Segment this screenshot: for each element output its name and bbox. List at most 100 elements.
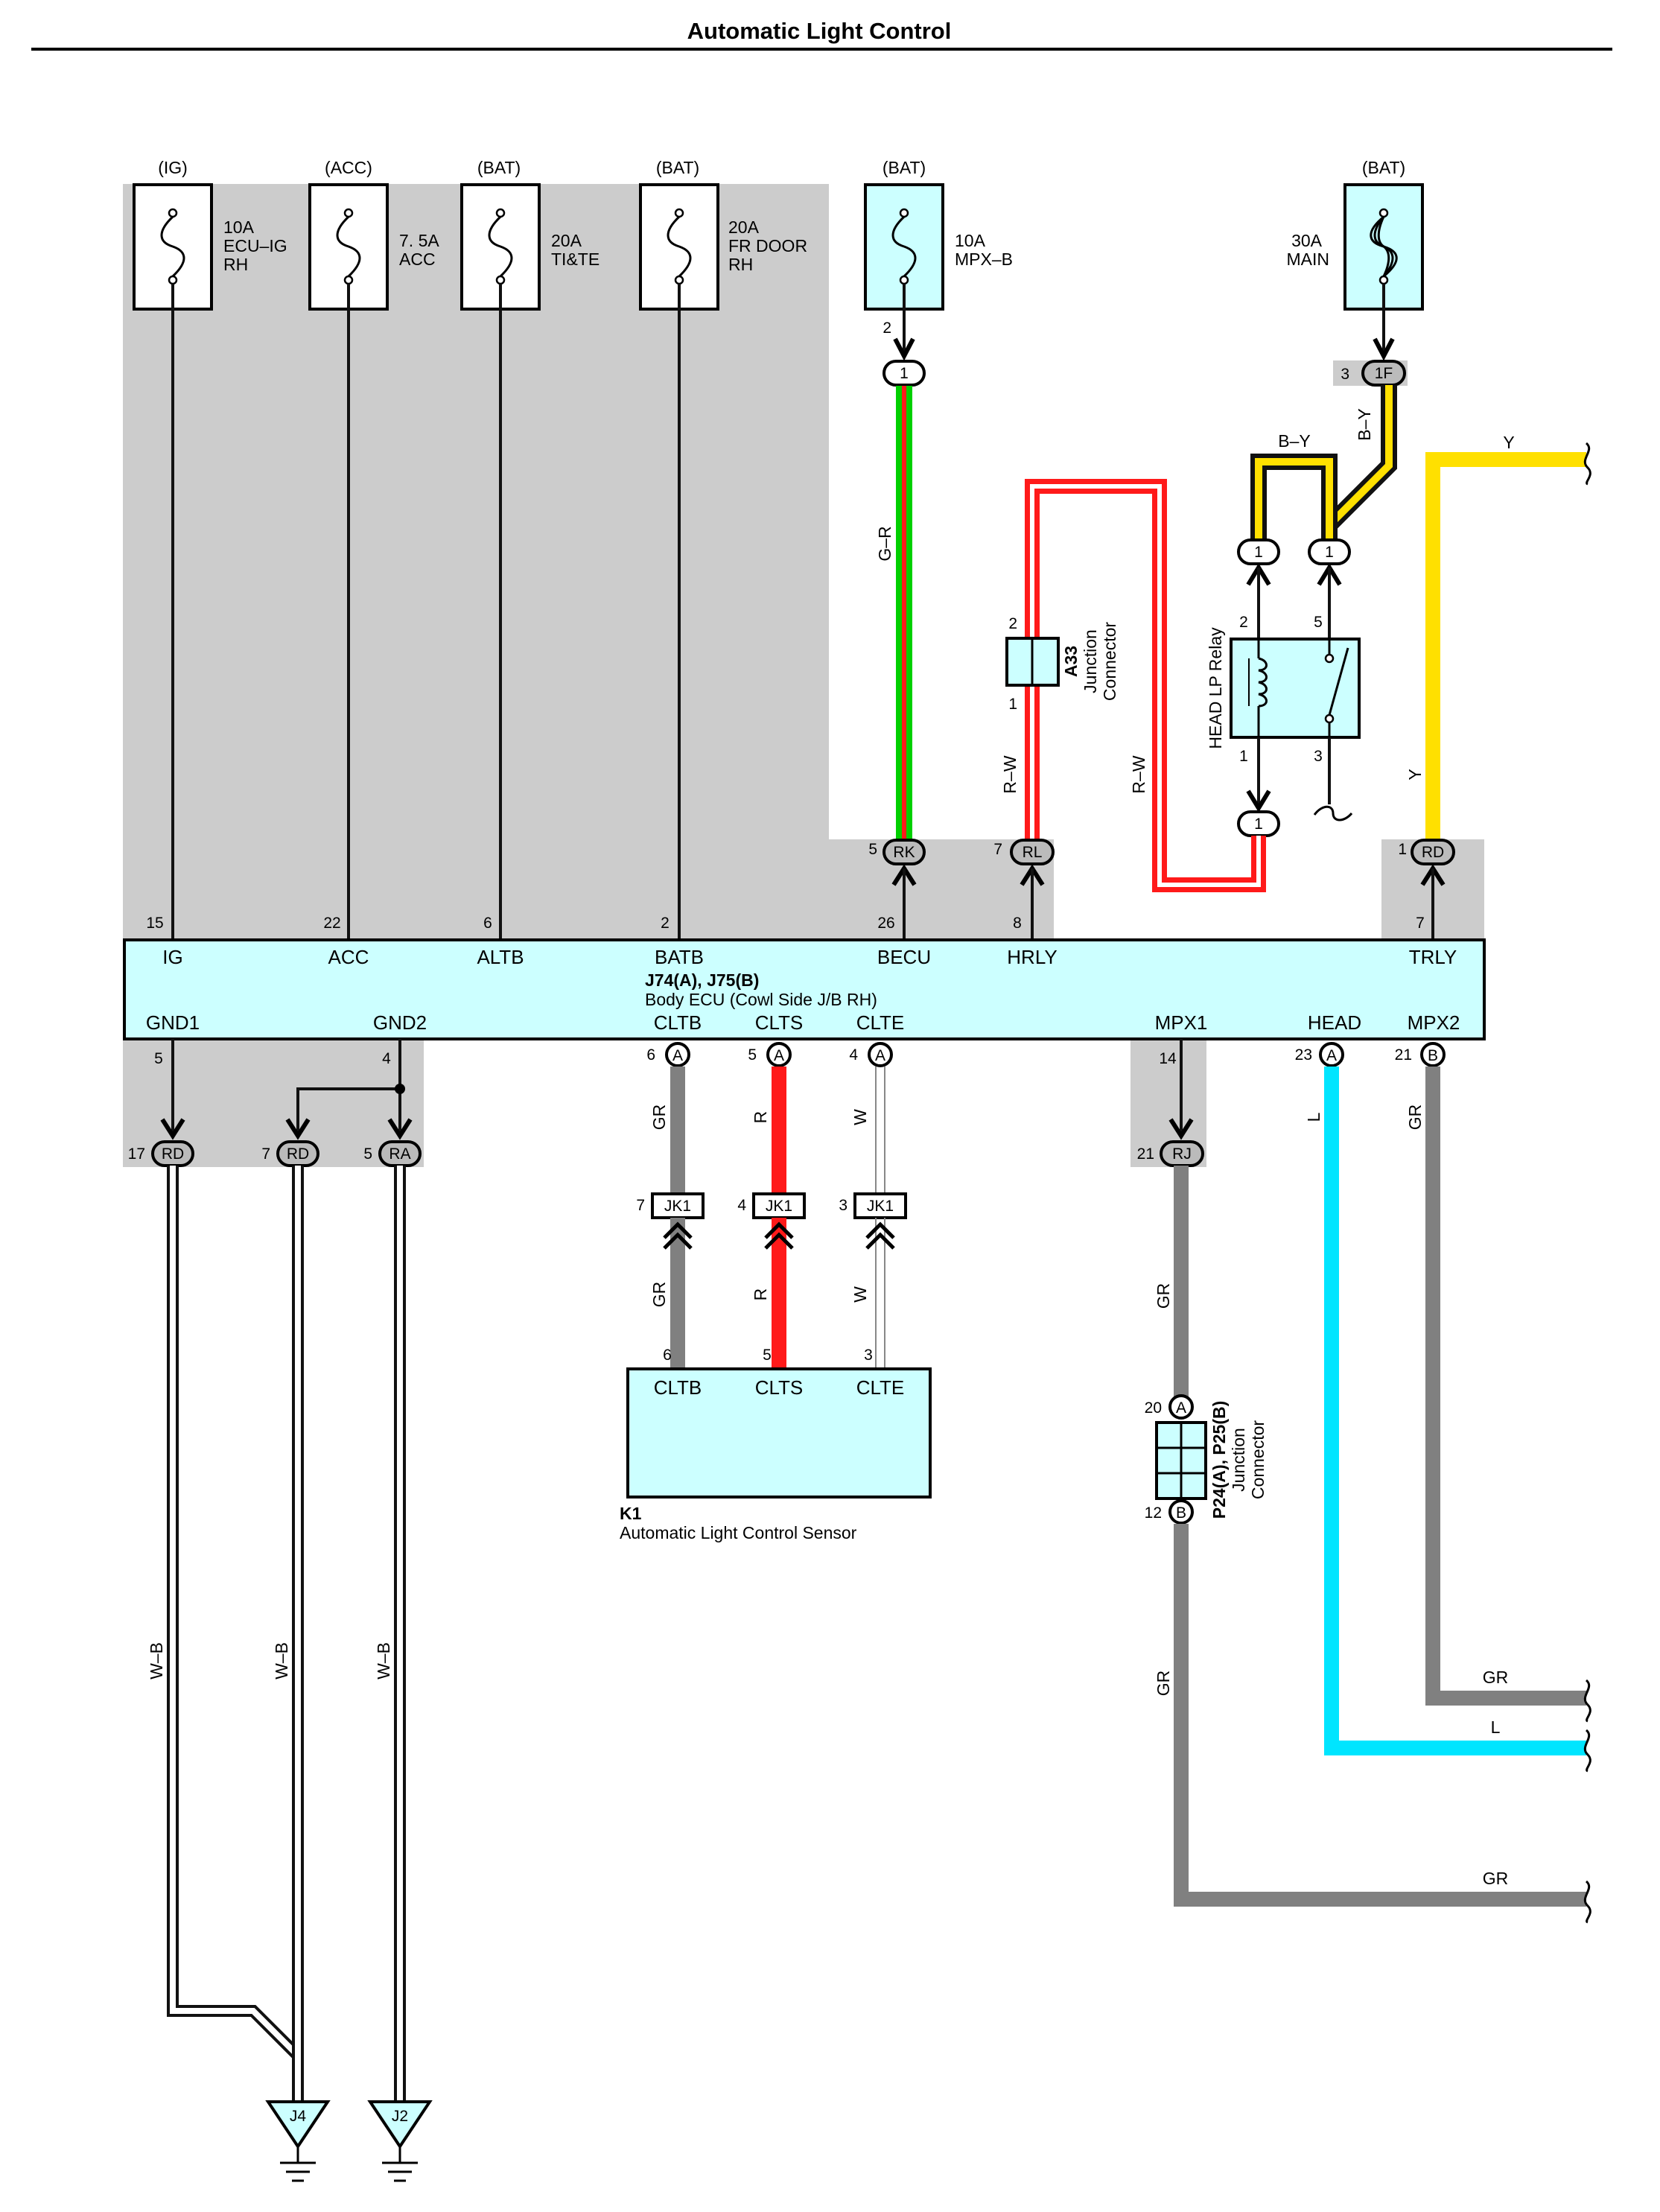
svg-text:Junction: Junction — [1081, 629, 1100, 693]
svg-text:GR: GR — [649, 1105, 669, 1131]
svg-text:TI&TE: TI&TE — [551, 250, 600, 269]
svg-text:30A: 30A — [1291, 231, 1323, 250]
svg-text:B–Y: B–Y — [1278, 431, 1310, 451]
svg-text:A: A — [774, 1047, 784, 1064]
svg-text:A: A — [1176, 1399, 1186, 1417]
wire-r-w: R–W R–W — [1000, 479, 1266, 892]
svg-text:A: A — [875, 1047, 885, 1064]
svg-text:22: 22 — [323, 915, 340, 932]
ground-wiring: 5 4 17 RD 7 RD 5 RA W–B W–B W–B — [128, 1039, 422, 2102]
svg-text:GR: GR — [1154, 1283, 1173, 1309]
svg-text:CLTE: CLTE — [856, 1011, 905, 1034]
body-ecu: IG ACC ALTB BATB BECU HRLY TRLY J74(A), … — [123, 938, 1486, 1040]
svg-text:1F: 1F — [1375, 365, 1393, 382]
svg-text:Y: Y — [1405, 769, 1425, 780]
svg-text:(ACC): (ACC) — [325, 158, 372, 177]
svg-text:(BAT): (BAT) — [477, 158, 521, 177]
svg-text:5: 5 — [763, 1347, 772, 1364]
svg-text:A: A — [672, 1047, 683, 1064]
svg-text:23: 23 — [1295, 1046, 1312, 1064]
svg-text:W: W — [850, 1286, 870, 1303]
svg-text:1: 1 — [1398, 841, 1407, 858]
svg-text:W–B: W–B — [272, 1642, 291, 1679]
svg-text:RH: RH — [223, 255, 248, 274]
ecu-top-pins: 15 22 6 2 26 8 7 — [146, 915, 1425, 932]
svg-text:JK1: JK1 — [867, 1198, 894, 1215]
svg-text:A33: A33 — [1061, 646, 1081, 677]
head-lp-relay: 2 5 HEAD LP Relay 1 3 1 — [1206, 614, 1361, 837]
svg-text:W–B: W–B — [147, 1642, 166, 1679]
svg-text:A: A — [1326, 1047, 1337, 1064]
svg-text:6: 6 — [483, 915, 492, 932]
svg-text:GR: GR — [1154, 1671, 1173, 1697]
svg-text:GR: GR — [649, 1282, 669, 1308]
svg-text:1: 1 — [1325, 544, 1334, 561]
svg-text:5: 5 — [154, 1050, 163, 1067]
svg-text:7. 5A: 7. 5A — [399, 231, 439, 250]
svg-text:L: L — [1491, 1717, 1501, 1737]
svg-text:BECU: BECU — [877, 946, 931, 968]
svg-text:7: 7 — [1416, 915, 1425, 932]
svg-text:26: 26 — [877, 915, 894, 932]
svg-text:W: W — [850, 1109, 870, 1125]
svg-text:1: 1 — [1008, 696, 1017, 713]
svg-text:7: 7 — [993, 841, 1002, 858]
wire-g-r: G–R — [875, 386, 912, 839]
svg-text:CLTE: CLTE — [856, 1376, 905, 1399]
svg-text:GR: GR — [1483, 1668, 1509, 1687]
svg-text:MPX–B: MPX–B — [955, 250, 1013, 269]
svg-text:6: 6 — [663, 1347, 672, 1364]
svg-text:3: 3 — [1341, 366, 1349, 383]
light-control-sensor-k1: 6 5 3 CLTB CLTS CLTE K1 Automatic Light … — [620, 1347, 932, 1542]
svg-text:GND1: GND1 — [146, 1011, 200, 1034]
svg-text:3: 3 — [864, 1347, 873, 1364]
svg-text:HEAD: HEAD — [1308, 1011, 1361, 1034]
svg-text:G–R: G–R — [875, 526, 894, 561]
svg-text:B: B — [1176, 1504, 1186, 1522]
svg-text:RJ: RJ — [1172, 1145, 1192, 1163]
svg-text:R–W: R–W — [1129, 755, 1148, 793]
svg-text:Body ECU (Cowl Side J/B RH): Body ECU (Cowl Side J/B RH) — [645, 990, 877, 1009]
svg-text:20: 20 — [1145, 1399, 1162, 1417]
svg-text:Junction: Junction — [1229, 1428, 1248, 1492]
svg-text:HRLY: HRLY — [1007, 946, 1057, 968]
svg-text:4: 4 — [849, 1046, 858, 1064]
svg-text:5: 5 — [363, 1145, 372, 1163]
svg-text:Y: Y — [1503, 433, 1514, 452]
svg-text:Automatic Light Control Sensor: Automatic Light Control Sensor — [620, 1523, 857, 1542]
wire-y: Y Y — [1405, 433, 1591, 839]
svg-text:1: 1 — [1254, 816, 1263, 833]
svg-text:(IG): (IG) — [158, 158, 188, 177]
svg-text:Connector: Connector — [1100, 622, 1119, 701]
mpx1-wiring: 14 21 RJ GR A 20 B 12 P24(A), P25(B) Jun… — [1137, 1039, 1591, 1924]
svg-text:JK1: JK1 — [664, 1198, 691, 1215]
svg-text:GR: GR — [1405, 1105, 1425, 1131]
svg-text:Connector: Connector — [1248, 1420, 1268, 1499]
svg-text:J4: J4 — [290, 2108, 307, 2125]
svg-text:12: 12 — [1145, 1504, 1162, 1522]
svg-text:RD: RD — [1422, 844, 1444, 861]
svg-text:K1: K1 — [620, 1504, 642, 1523]
svg-text:1: 1 — [1239, 748, 1248, 765]
svg-text:8: 8 — [1013, 915, 1022, 932]
svg-text:RK: RK — [893, 844, 915, 861]
svg-text:7: 7 — [636, 1197, 645, 1214]
svg-text:(BAT): (BAT) — [656, 158, 699, 177]
svg-text:5: 5 — [748, 1046, 757, 1064]
svg-text:4: 4 — [737, 1197, 746, 1214]
svg-text:J74(A), J75(B): J74(A), J75(B) — [645, 970, 759, 990]
connector-mpxb-1: 1 — [883, 360, 926, 387]
svg-text:RA: RA — [389, 1145, 410, 1163]
svg-text:10A: 10A — [955, 231, 986, 250]
svg-text:FR DOOR: FR DOOR — [728, 236, 807, 255]
svg-text:21: 21 — [1395, 1046, 1412, 1064]
svg-text:2: 2 — [883, 320, 891, 337]
fuse-mpxb: (BAT) 10A MPX–B — [864, 158, 1013, 311]
svg-text:GND2: GND2 — [373, 1011, 427, 1034]
svg-text:R–W: R–W — [1000, 755, 1020, 793]
svg-text:2: 2 — [1008, 615, 1017, 632]
svg-text:2: 2 — [1239, 614, 1248, 631]
svg-text:15: 15 — [146, 915, 163, 932]
head-wiring: 23 A L L — [1295, 1042, 1591, 1773]
